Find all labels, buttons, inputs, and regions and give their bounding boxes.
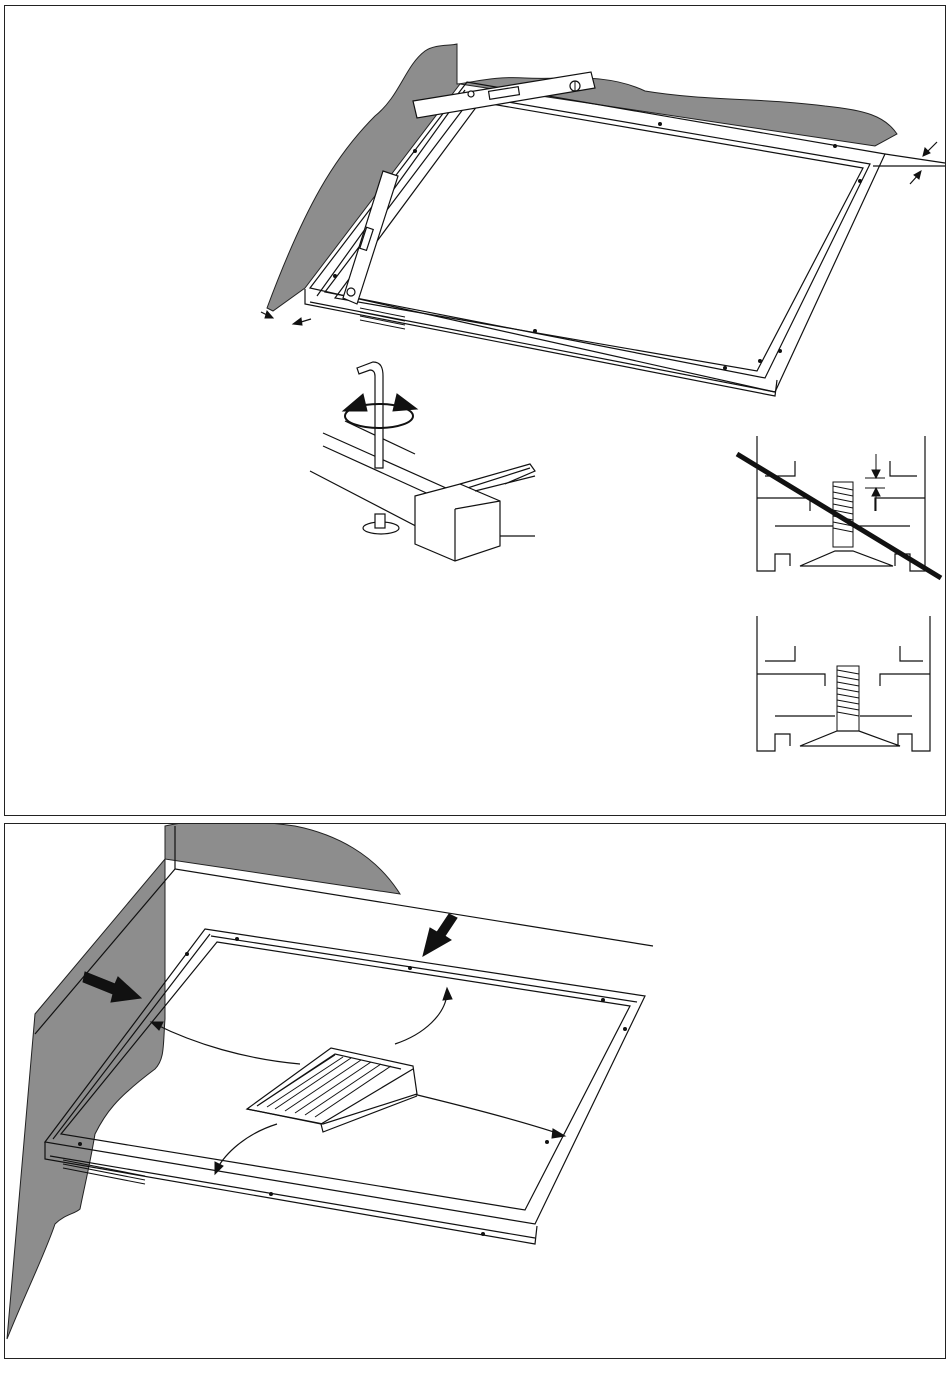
gap-dimension-left <box>261 311 311 325</box>
foot-profile-correct <box>757 616 930 751</box>
gap-dimension-right <box>873 142 945 184</box>
leveling-instruction-panel <box>4 5 946 816</box>
leveling-illustration <box>5 6 947 817</box>
foot-profile-wrong <box>737 436 941 578</box>
tray-installation-illustration <box>5 824 947 1360</box>
foot-adjustment-detail <box>310 421 535 561</box>
allen-key-icon <box>357 362 383 468</box>
push-arrow-icon <box>423 914 457 956</box>
tray-installation-panel <box>4 823 946 1359</box>
